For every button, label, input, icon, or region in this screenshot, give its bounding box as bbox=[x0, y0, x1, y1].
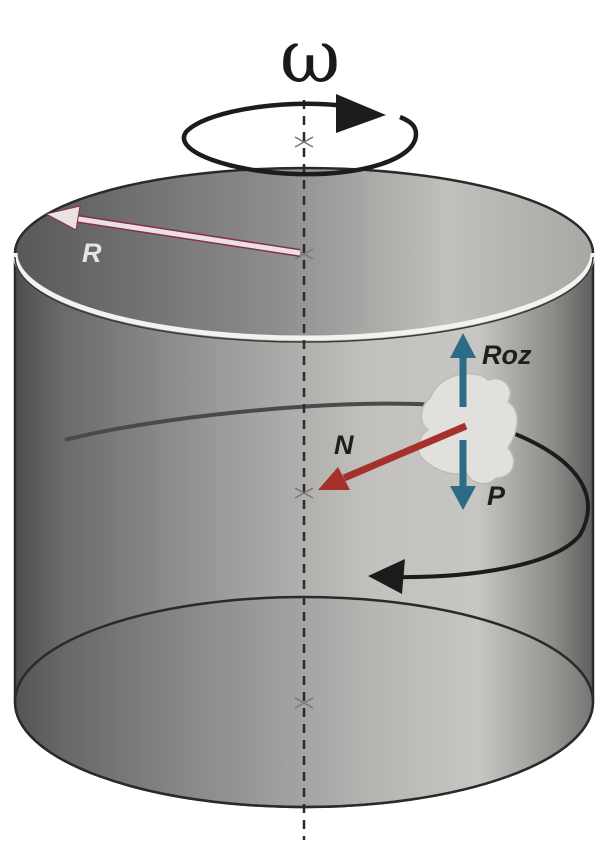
cylinder-bottom-inner bbox=[15, 597, 593, 807]
weight-force-arrow bbox=[450, 440, 476, 510]
object-blob bbox=[417, 372, 518, 485]
rotation-axis bbox=[294, 100, 314, 840]
cylinder-top-rim bbox=[12, 252, 596, 341]
curved-rotation-arrow-icon bbox=[181, 94, 419, 177]
axis-tick-marks bbox=[294, 136, 314, 709]
normal-label: N bbox=[334, 430, 354, 460]
weight-label: P bbox=[487, 481, 506, 511]
omega-label: ω bbox=[280, 14, 340, 100]
circular-path-arrowhead bbox=[368, 559, 405, 594]
rotation-arrowhead bbox=[336, 94, 386, 133]
radius-arrow bbox=[44, 205, 301, 257]
circular-path-front bbox=[394, 428, 590, 580]
friction-label: Roz bbox=[482, 340, 532, 370]
normal-force-arrow bbox=[318, 422, 468, 490]
circular-path-back bbox=[64, 401, 441, 442]
circular-path-arrow-icon bbox=[64, 401, 590, 594]
rotation-ring bbox=[181, 101, 419, 177]
friction-force-arrow bbox=[450, 333, 476, 407]
radius-label: R bbox=[82, 238, 102, 268]
